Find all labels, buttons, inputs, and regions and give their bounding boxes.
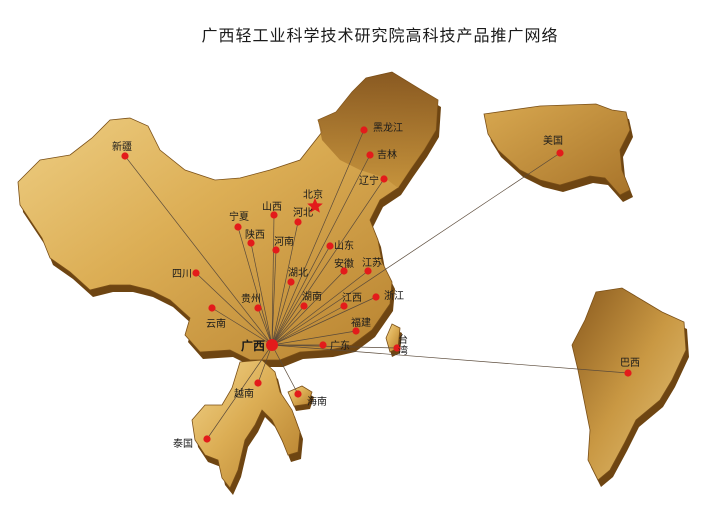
city-dot-hainan <box>294 390 302 398</box>
city-label-jilin: 吉林 <box>377 148 397 161</box>
connection-line-taiwan <box>271 344 398 349</box>
connection-line-yunnan <box>211 307 273 346</box>
city-label-vietnam: 越南 <box>234 387 254 400</box>
connection-line-jiangxi <box>271 305 345 346</box>
city-label-jiangsu: 江苏 <box>362 256 382 269</box>
connection-line-shaanxi <box>250 242 273 346</box>
connection-line-hebei <box>271 221 299 346</box>
city-label-usa: 美国 <box>543 134 563 147</box>
connection-line-heilongjiang <box>271 129 365 346</box>
city-dot-brazil <box>624 369 632 377</box>
city-dots <box>121 126 632 443</box>
city-dot-jiangsu <box>364 267 372 275</box>
city-dot-shanxi <box>270 211 278 219</box>
connection-line-shanxi <box>271 214 275 346</box>
city-dot-zhejiang <box>372 293 380 301</box>
connection-line-liaoning <box>271 178 385 346</box>
connection-line-hunan <box>271 305 305 346</box>
city-dot-hubei <box>287 278 295 286</box>
city-label-taiwan: 台湾 <box>398 333 408 357</box>
connection-line-jilin <box>271 154 371 346</box>
connection-line-guizhou <box>257 307 273 346</box>
hub-label: 广西 <box>241 338 265 353</box>
city-dot-guangdong <box>319 341 327 349</box>
city-label-zhejiang: 浙江 <box>384 290 404 302</box>
brazil-landmass <box>571 287 689 487</box>
city-label-xinjiang: 新疆 <box>112 140 132 153</box>
city-label-hubei: 湖北 <box>288 267 308 279</box>
city-label-shanxi: 山西 <box>262 201 282 213</box>
china-landmass <box>17 71 441 367</box>
southeast-asia-landmass <box>191 359 303 495</box>
city-dot-sichuan <box>192 269 200 277</box>
city-dot-guizhou <box>254 304 262 312</box>
city-dot-jilin <box>366 151 374 159</box>
city-dot-usa <box>556 149 564 157</box>
city-dot-ningxia <box>234 223 242 231</box>
city-label-hunan: 湖南 <box>302 290 322 303</box>
connection-line-anhui <box>271 270 345 346</box>
city-label-fujian: 福建 <box>351 316 371 329</box>
city-dot-henan <box>272 246 280 254</box>
city-dot-taiwan <box>393 344 401 352</box>
connection-line-sichuan <box>195 272 273 346</box>
hub-dot-icon <box>266 339 278 351</box>
city-label-hebei: 河北 <box>293 207 313 219</box>
city-label-ningxia: 宁夏 <box>229 210 249 223</box>
city-dot-shandong <box>326 242 334 250</box>
city-dot-shaanxi <box>247 239 255 247</box>
city-dot-thailand <box>203 435 211 443</box>
city-labels: 新疆 黑龙江吉林辽宁河北山西宁夏陕西河南 山东安徽江苏四川 湖北浙江 贵州 湖南 江西云南 福… <box>112 121 640 450</box>
city-dot-vietnam <box>254 379 262 387</box>
city-dot-liaoning <box>380 175 388 183</box>
page-title: 广西轻工业科学技术研究院高科技产品推广网络 <box>201 26 559 45</box>
connection-line-zhejiang <box>271 296 377 346</box>
connection-lines <box>124 129 629 440</box>
city-dot-xinjiang <box>121 152 129 160</box>
connection-line-brazil <box>271 344 629 374</box>
connection-line-hubei <box>271 281 292 346</box>
city-dot-jiangxi <box>340 302 348 310</box>
connection-line-xinjiang <box>124 155 273 346</box>
city-dot-heilongjiang <box>360 126 368 134</box>
capital-label: 北京 <box>303 188 323 201</box>
city-label-hainan: 海南 <box>307 395 327 408</box>
city-dot-fujian <box>352 327 360 335</box>
city-dot-anhui <box>340 267 348 275</box>
connection-line-ningxia <box>237 226 273 346</box>
connection-line-jiangsu <box>271 270 369 346</box>
connection-line-henan <box>271 249 277 346</box>
city-label-jiangxi: 江西 <box>342 292 362 304</box>
city-label-sichuan: 四川 <box>172 269 192 280</box>
city-label-brazil: 巴西 <box>620 357 640 369</box>
city-dot-hunan <box>300 302 308 310</box>
city-dot-yunnan <box>208 304 216 312</box>
connection-line-hainan <box>271 344 299 395</box>
city-label-anhui: 安徽 <box>334 257 354 270</box>
star-icon <box>307 198 323 213</box>
connection-line-shandong <box>271 245 331 346</box>
city-label-heilongjiang: 黑龙江 <box>373 121 403 134</box>
connection-line-vietnam <box>257 344 273 384</box>
city-label-shandong: 山东 <box>334 239 354 252</box>
city-label-yunnan: 云南 <box>206 317 226 330</box>
connection-line-fujian <box>271 330 357 346</box>
connection-line-thailand <box>206 344 273 440</box>
city-label-thailand: 泰国 <box>173 437 193 450</box>
city-label-guangdong: 广东 <box>330 339 350 352</box>
city-label-henan: 河南 <box>274 235 294 248</box>
city-label-guizhou: 贵州 <box>241 292 261 305</box>
city-label-liaoning: 辽宁 <box>359 174 379 187</box>
city-dot-hebei <box>294 218 302 226</box>
connection-line-usa <box>271 152 561 346</box>
city-label-shaanxi: 陕西 <box>245 228 265 241</box>
